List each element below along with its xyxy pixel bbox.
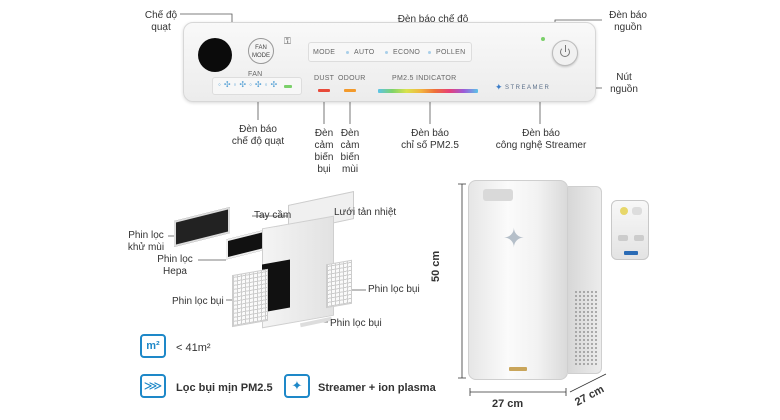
- mode-led-econo: [385, 51, 388, 54]
- fan-indicator-box: [212, 77, 302, 95]
- odour-led: [344, 89, 356, 92]
- fan-led-turbo: [284, 85, 292, 88]
- label-handle: Tay cầm: [254, 210, 292, 221]
- power-led: [541, 37, 545, 41]
- feature-pm25: Lọc bụi mịn PM2.5: [176, 382, 273, 394]
- label-dust-filter-right: Phin lọc bụi: [368, 284, 420, 295]
- streamer-icon: ✦: [284, 374, 310, 398]
- power-button[interactable]: [552, 40, 578, 66]
- brand-badge: [509, 367, 527, 371]
- panel-odour-label: ODOUR: [338, 75, 366, 82]
- panel-mode-econo: ECONO: [393, 49, 421, 56]
- purifier-air-intake: [574, 290, 598, 366]
- panel-dust-label: DUST: [314, 75, 335, 82]
- dust-filter-right-part: [326, 259, 352, 309]
- panel-mode-label: MODE: [313, 49, 336, 56]
- mode-led-auto: [346, 51, 349, 54]
- label-dust-filter-left: Phin lọc bụi: [172, 296, 224, 307]
- lock-icon: ⚿: [284, 36, 291, 46]
- fan-speed-icon: ◦✣◦✣◦✣◦✣: [218, 80, 281, 89]
- area-icon: m²: [140, 334, 166, 358]
- remote-control: [611, 200, 649, 260]
- feature-streamer: Streamer + ion plasma: [318, 382, 436, 394]
- purifier-front: ✦: [468, 180, 568, 380]
- panel-pm25-label: PM2.5 INDICATOR: [392, 75, 457, 82]
- panel-fan-label: FAN: [248, 71, 263, 78]
- streamer-emblem-icon: ✦: [503, 223, 525, 253]
- deodor-filter-part: [174, 207, 230, 247]
- dimension-depth: 27 cm: [573, 383, 607, 409]
- dimension-width: 27 cm: [492, 398, 524, 410]
- mode-led-pollen: [428, 51, 431, 54]
- panel-mode-pollen: POLLEN: [436, 49, 466, 56]
- streamer-logo-icon: ✦: [495, 82, 503, 92]
- panel-streamer-label: STREAMER: [505, 85, 551, 91]
- dimension-height: 50 cm: [430, 250, 442, 282]
- sensor-lens: [198, 38, 232, 72]
- label-heat-grille: Lưới tản nhiệt: [334, 207, 397, 218]
- label-dust-filter-bottom: Phin lọc bụi: [330, 318, 382, 329]
- dust-led: [318, 89, 330, 92]
- pm25-led-bar: [378, 89, 478, 93]
- mode-indicator-box: [308, 42, 472, 62]
- dust-filter-left-part: [232, 268, 268, 328]
- label-mode-indicator: Đèn báo chế độ: [397, 14, 469, 25]
- pm25-filter-icon: ⋙: [140, 374, 166, 398]
- panel-mode-auto: AUTO: [354, 49, 375, 56]
- feature-area: < 41m²: [176, 342, 211, 354]
